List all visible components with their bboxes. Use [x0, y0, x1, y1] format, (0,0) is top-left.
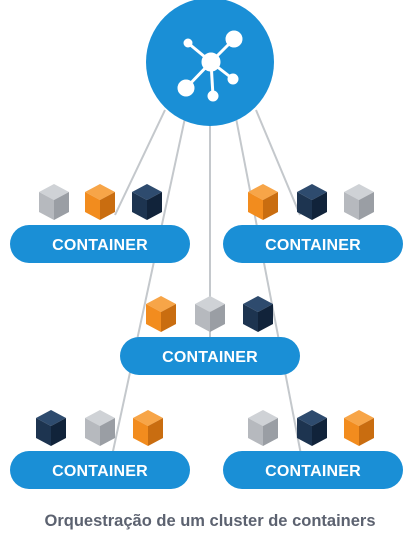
gray-cube — [195, 296, 225, 332]
navy-cube — [243, 296, 273, 332]
container-group: CONTAINER — [10, 184, 190, 263]
navy-cube — [297, 410, 327, 446]
gray-cube — [39, 184, 69, 220]
container-pill — [120, 337, 300, 375]
navy-cube — [297, 184, 327, 220]
container-groups: CONTAINER CONTAINER CONTAINER CONTAINER CONT… — [10, 184, 403, 489]
connector-line — [255, 109, 301, 216]
container-label: CONTAINER — [52, 463, 148, 480]
container-group: CONTAINER — [223, 410, 403, 489]
gray-cube — [344, 184, 374, 220]
orange-cube — [133, 410, 163, 446]
connector-lines — [109, 109, 304, 466]
connector-line — [114, 109, 166, 216]
container-group: CONTAINER — [223, 184, 403, 263]
container-pill — [10, 225, 190, 263]
connector-line — [235, 117, 304, 466]
gray-cube — [85, 410, 115, 446]
connector-line — [109, 117, 186, 466]
container-pill — [223, 451, 403, 489]
navy-cube — [36, 410, 66, 446]
container-pill — [10, 451, 190, 489]
network-hub-icon — [177, 30, 243, 102]
orange-cube — [248, 184, 278, 220]
orange-cube — [85, 184, 115, 220]
gray-cube — [248, 410, 278, 446]
orange-cube — [344, 410, 374, 446]
container-label: CONTAINER — [265, 463, 361, 480]
orchestrator-hub — [146, 0, 274, 126]
container-label: CONTAINER — [162, 349, 258, 366]
container-label: CONTAINER — [265, 237, 361, 254]
diagram-caption: Orquestração de um cluster de containers — [44, 512, 376, 530]
container-pill — [223, 225, 403, 263]
container-group: CONTAINER — [10, 410, 190, 489]
navy-cube — [132, 184, 162, 220]
container-label: CONTAINER — [52, 237, 148, 254]
orange-cube — [146, 296, 176, 332]
container-group: CONTAINER — [120, 296, 300, 375]
